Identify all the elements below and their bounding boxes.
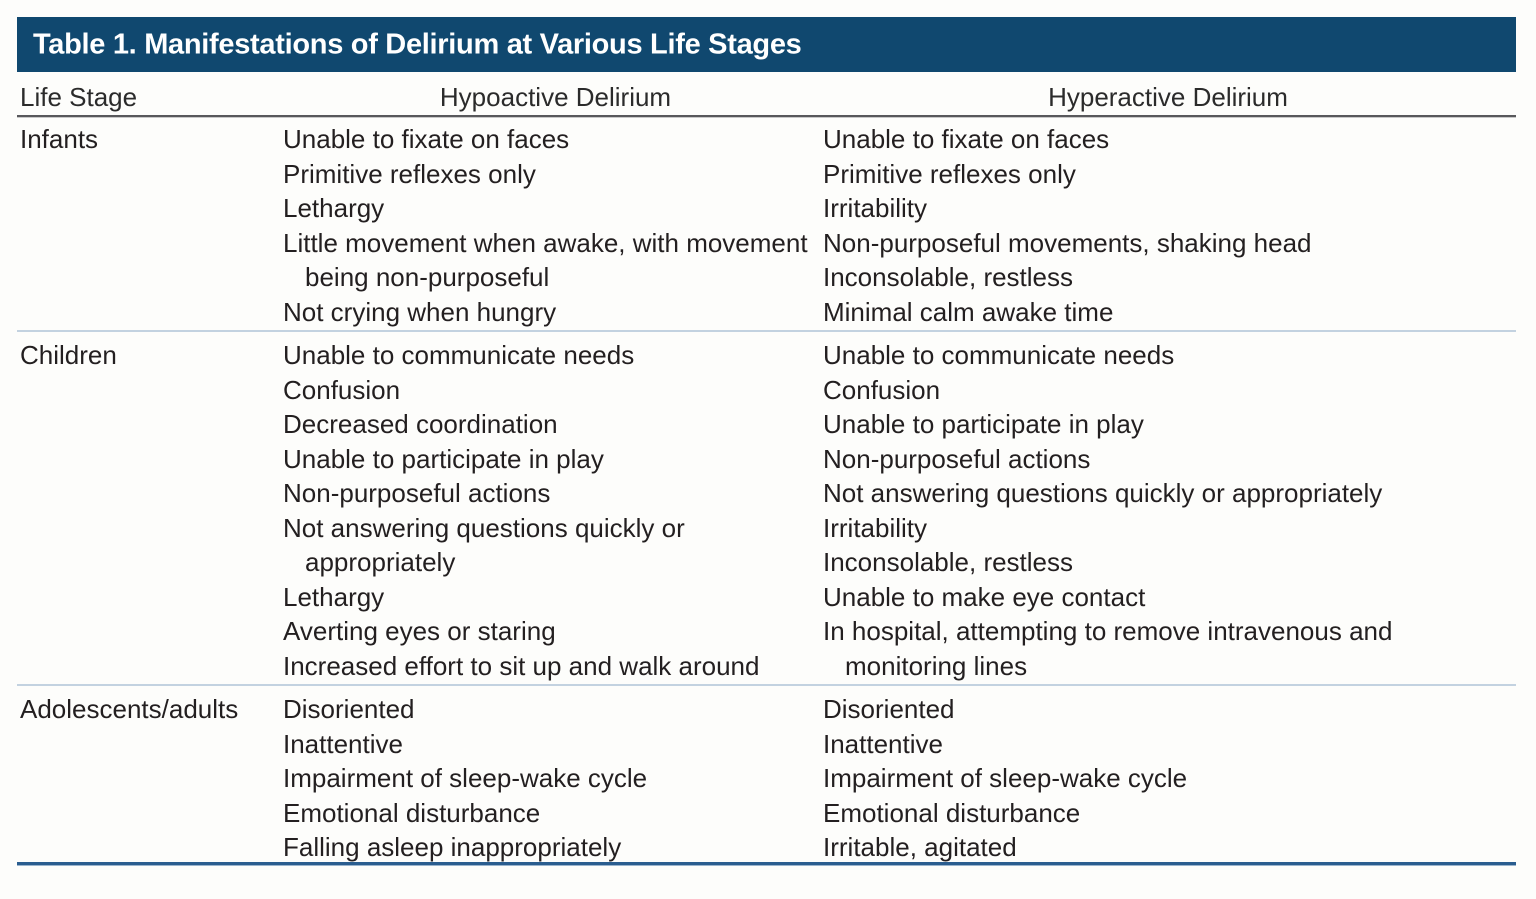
header-rule: [17, 115, 1516, 118]
list-item: Non-purposeful movements, shaking head: [823, 227, 1312, 258]
list-item: Inattentive: [823, 728, 943, 759]
list-item: Not crying when hungry: [283, 296, 557, 327]
row-hypoactive-cell: Unable to communicate needs Confusion De…: [283, 338, 823, 683]
table-bottom-rule: [17, 862, 1516, 866]
list-item: Unable to make eye contact: [823, 581, 1146, 612]
row-hypoactive-cell: Disoriented Inattentive Impairment of sl…: [283, 692, 823, 865]
list-item: Inattentive: [283, 728, 403, 759]
list-item: Not answering questions quickly or appro…: [823, 478, 1383, 508]
list-item: Emotional disturbance: [283, 797, 541, 828]
list-item: Disoriented: [283, 694, 415, 724]
list-item: Non-purposeful actions: [283, 478, 551, 508]
list-item: Irritable, agitated: [823, 832, 1017, 862]
row-separator-rule: [17, 330, 1516, 332]
list-item: Unable to participate in play: [823, 409, 1144, 439]
hypoactive-item-list: Unable to fixate on faces Primitive refl…: [283, 122, 823, 329]
table-column-header-row: Life Stage Hypoactive Delirium Hyperacti…: [17, 80, 1516, 114]
list-item: Lethargy: [283, 581, 385, 612]
life-stage-label: Adolescents/adults: [20, 694, 239, 724]
list-item: Confusion: [823, 374, 941, 405]
column-header-hyperactive-delirium: Hyperactive Delirium: [1048, 82, 1288, 112]
list-item: Disoriented: [823, 694, 955, 724]
list-item: Unable to communicate needs: [823, 340, 1175, 370]
list-item: Inconsolable, restless: [823, 547, 1074, 577]
list-item: In hospital, attempting to remove intrav…: [823, 616, 1393, 681]
list-item: Primitive reflexes only: [823, 158, 1076, 189]
list-item: Primitive reflexes only: [283, 158, 536, 189]
list-item: Decreased coordination: [283, 409, 558, 439]
hypoactive-item-list: Unable to communicate needs Confusion De…: [283, 338, 823, 683]
life-stage-label: Children: [20, 340, 117, 370]
list-item: Increased effort to sit up and walk arou…: [283, 650, 760, 681]
table-title-bar: Table 1. Manifestations of Delirium at V…: [17, 17, 1516, 72]
row-life-stage-cell: Infants: [20, 122, 278, 157]
list-item: Impairment of sleep-wake cycle: [823, 763, 1188, 793]
list-item: Emotional disturbance: [823, 797, 1081, 828]
row-hypoactive-cell: Unable to fixate on faces Primitive refl…: [283, 122, 823, 329]
life-stage-label: Infants: [20, 124, 99, 154]
list-item: Unable to fixate on faces: [823, 124, 1110, 154]
hyperactive-item-list: Disoriented Inattentive Impairment of sl…: [823, 692, 1513, 865]
list-item: Minimal calm awake time: [823, 296, 1114, 327]
list-item: Confusion: [283, 374, 401, 405]
list-item: Little movement when awake, with movemen…: [283, 227, 808, 293]
hyperactive-item-list: Unable to communicate needs Confusion Un…: [823, 338, 1513, 683]
column-header-life-stage: Life Stage: [20, 82, 138, 112]
row-separator-rule: [17, 684, 1516, 686]
list-item: Irritability: [823, 512, 928, 543]
row-hyperactive-cell: Unable to communicate needs Confusion Un…: [823, 338, 1513, 683]
list-item: Impairment of sleep-wake cycle: [283, 763, 648, 793]
list-item: Irritability: [823, 193, 928, 223]
list-item: Lethargy: [283, 193, 385, 223]
row-life-stage-cell: Adolescents/adults: [20, 692, 278, 727]
list-item: Averting eyes or staring: [283, 616, 556, 646]
list-item: Unable to communicate needs: [283, 340, 635, 370]
list-item: Not answering questions quickly or appro…: [283, 512, 685, 578]
hyperactive-item-list: Unable to fixate on faces Primitive refl…: [823, 122, 1513, 329]
hypoactive-item-list: Disoriented Inattentive Impairment of sl…: [283, 692, 823, 865]
list-item: Falling asleep inappropriately: [283, 832, 622, 862]
list-item: Unable to fixate on faces: [283, 124, 570, 154]
list-item: Non-purposeful actions: [823, 443, 1091, 474]
row-hyperactive-cell: Disoriented Inattentive Impairment of sl…: [823, 692, 1513, 865]
list-item: Unable to participate in play: [283, 443, 604, 474]
row-life-stage-cell: Children: [20, 338, 278, 373]
table-title: Table 1. Manifestations of Delirium at V…: [33, 28, 802, 60]
column-header-hypoactive-delirium: Hypoactive Delirium: [439, 82, 672, 112]
list-item: Inconsolable, restless: [823, 262, 1074, 292]
row-hyperactive-cell: Unable to fixate on faces Primitive refl…: [823, 122, 1513, 329]
